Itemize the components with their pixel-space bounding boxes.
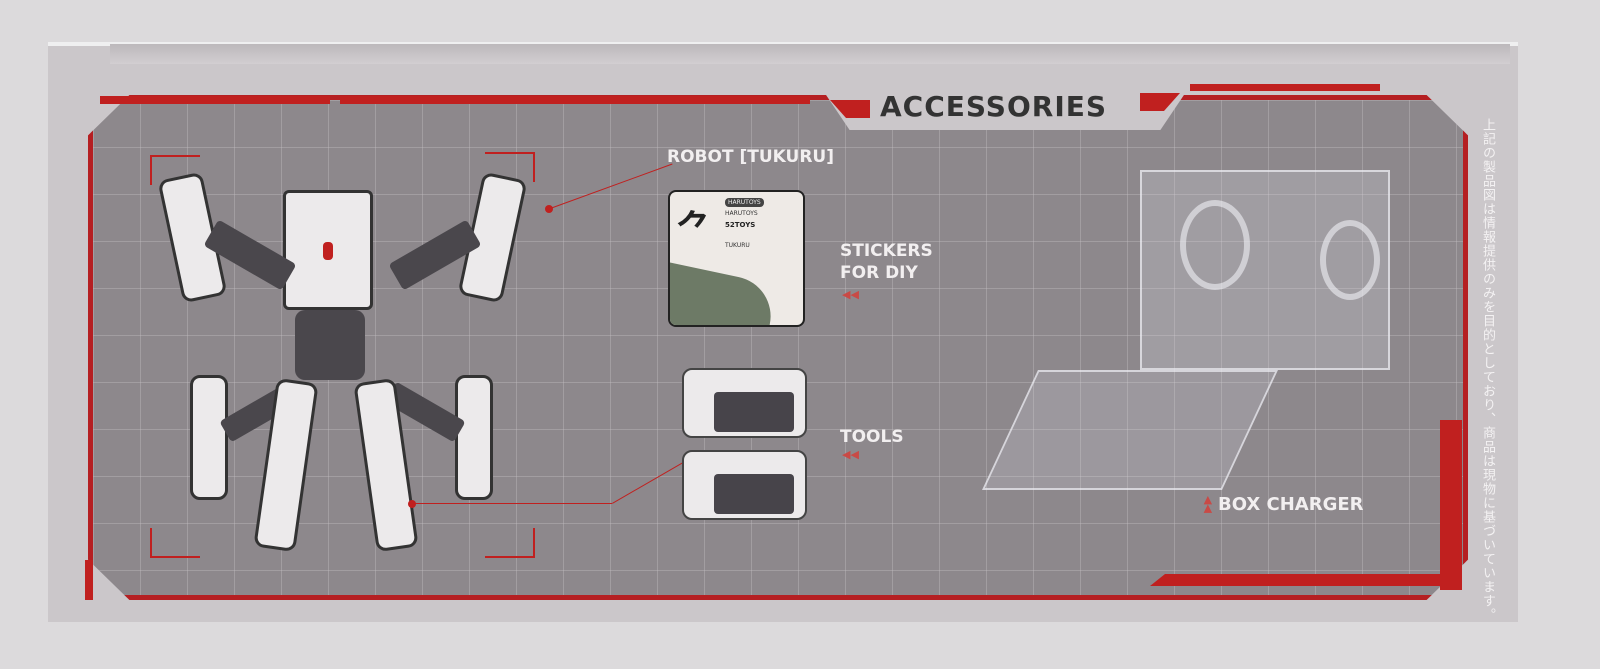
frame-corner [485,528,535,558]
label-box-charger: BOX CHARGER [1218,494,1364,515]
robot-body [295,310,365,380]
sticker-text: TUKURU [725,242,750,249]
frame-corner [150,528,200,558]
callout-dot [545,205,553,213]
sticker-text: HARUTOYS [725,210,758,217]
tool-image [682,368,807,438]
frame-accent [1440,420,1462,590]
label-tools: TOOLS [840,427,904,447]
robot-image [157,170,528,560]
robot-leg-left [190,375,228,500]
label-robot: ROBOT [TUKURU] [667,147,834,167]
arrow-left-icon: ◀◀ [842,288,859,301]
title-tab [820,86,1190,130]
frame-accent [1190,84,1380,91]
charger-ring [1320,220,1380,300]
callout-line [412,503,612,504]
robot-leg-right [455,375,493,500]
frame-accent [340,96,810,104]
frame-corner [150,155,200,185]
sticker-sheet-image: ⺈ HARUTOYS HARUTOYS 52TOYS TUKURU [668,190,805,327]
label-line: STICKERS [840,241,933,261]
tool-image [682,450,807,520]
charger-door [982,370,1278,490]
charger-ring [1180,200,1250,290]
box-lid [110,44,1510,64]
frame-accent [100,96,330,104]
disclaimer-text: 上記の製品図は情報提供のみを目的としており、商品は現物に基づいています。 [1480,118,1495,622]
frame-accent [85,560,93,600]
label-line: FOR DIY [840,263,918,283]
callout-dot [408,500,416,508]
robot-eye [323,242,333,260]
sticker-logo: ⺈ [676,209,713,250]
arrow-left-icon: ◀◀ [842,448,859,461]
frame-corner [485,152,535,182]
box-charger-image [982,160,1400,510]
arrow-up-icon: ◀◀ [1201,496,1215,513]
sticker-text: HARUTOYS [725,198,764,207]
frame-accent [1150,574,1450,586]
section-title: ACCESSORIES [880,90,1108,123]
sticker-backing [670,260,779,325]
sticker-text: 52TOYS [725,221,756,229]
